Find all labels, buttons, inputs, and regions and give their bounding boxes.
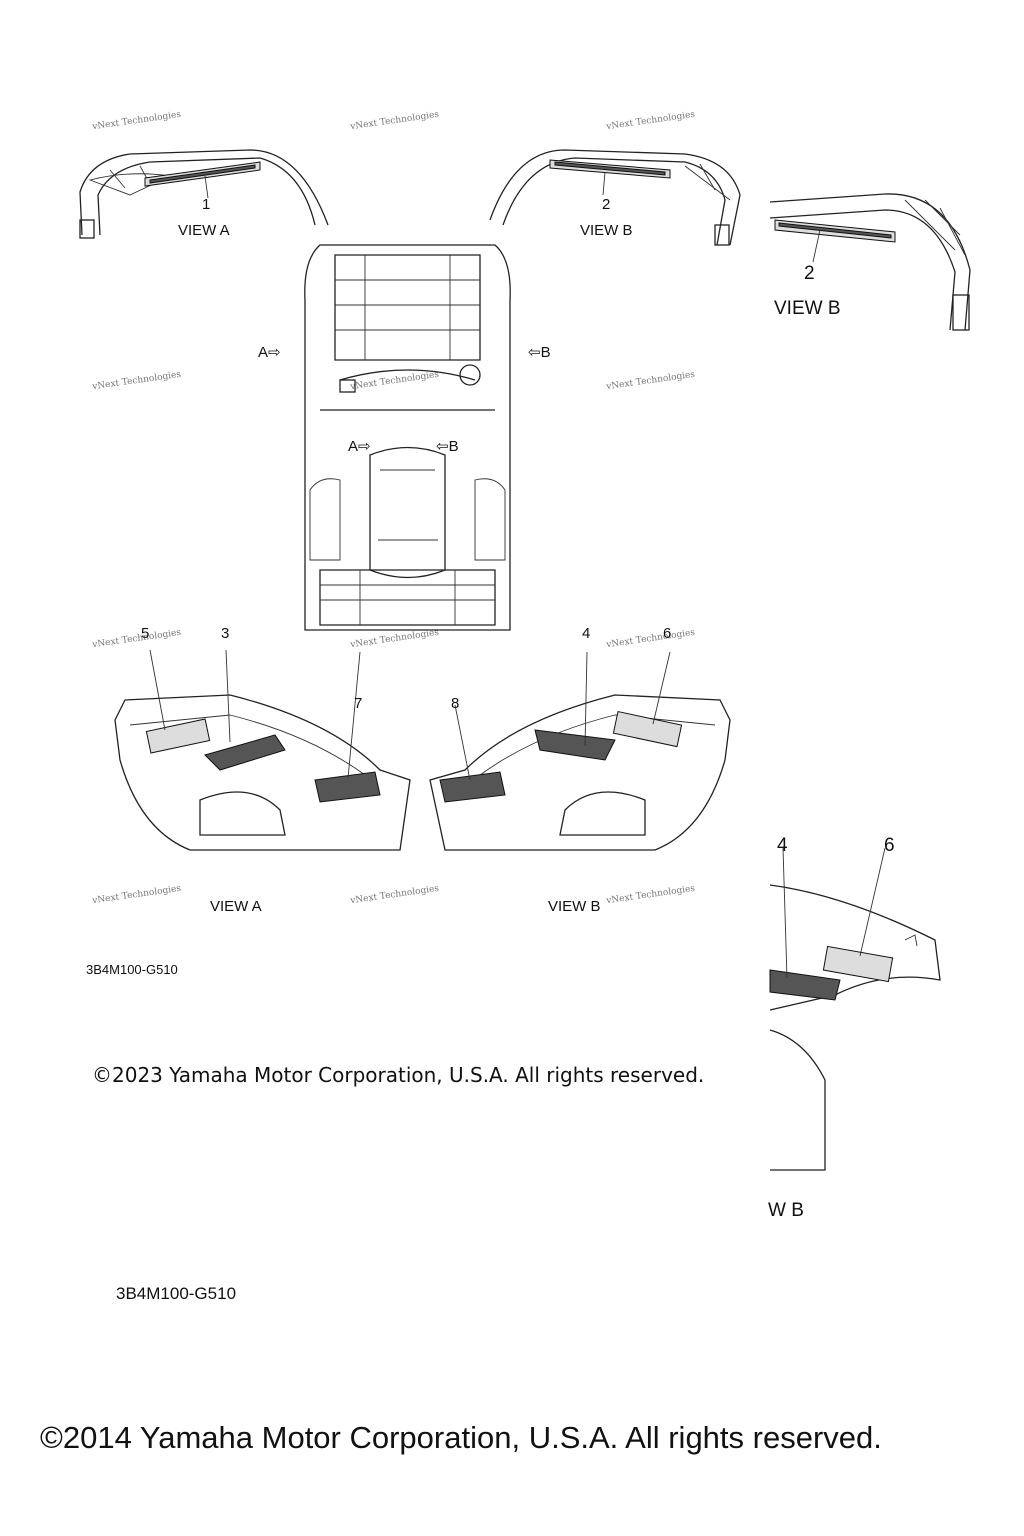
watermark-1: vNext Technologies <box>91 109 182 133</box>
watermark-10: vNext Technologies <box>91 883 182 907</box>
watermark-11: vNext Technologies <box>349 883 440 907</box>
callout-4-right: 4 <box>777 835 788 856</box>
watermark-6: vNext Technologies <box>605 369 696 393</box>
callout-6-mid: 6 <box>663 625 672 642</box>
view-a-label-top: VIEW A <box>178 222 230 239</box>
part-code-large: 3B4M100-G510 <box>116 1284 237 1303</box>
callout-4-mid: 4 <box>582 625 591 642</box>
part-code-small: 3B4M100-G510 <box>86 962 178 977</box>
arrow-b-upper: ⇦B <box>528 344 551 361</box>
watermark-4: vNext Technologies <box>91 369 182 393</box>
callout-7: 7 <box>354 695 363 712</box>
view-a-label-lower: VIEW A <box>210 898 262 915</box>
front-fender-view-a-drawing <box>79 149 329 239</box>
side-panel-view-b-drawing <box>429 651 731 851</box>
side-panel-view-b-enlarged-drawing <box>769 847 941 1171</box>
callout-3: 3 <box>221 625 230 642</box>
view-b-label-top-mid: VIEW B <box>580 222 633 239</box>
callout-2-right: 2 <box>804 263 815 284</box>
front-fender-view-b-drawing <box>489 149 741 246</box>
watermark-7: vNext Technologies <box>91 627 182 651</box>
arrow-a-lower: A⇨ <box>348 438 371 455</box>
side-panel-view-a-drawing <box>114 649 411 851</box>
watermark-9: vNext Technologies <box>605 627 696 651</box>
arrow-b-lower: ⇦B <box>436 438 459 455</box>
copyright-2014: ©2014 Yamaha Motor Corporation, U.S.A. A… <box>40 1420 882 1455</box>
view-b-label-lower-mid: VIEW B <box>548 898 601 915</box>
callout-2-mid: 2 <box>602 196 611 213</box>
view-b-label-lower-right: W B <box>768 1200 804 1221</box>
callout-8: 8 <box>451 695 460 712</box>
copyright-2023: ©2023 Yamaha Motor Corporation, U.S.A. A… <box>92 1063 705 1087</box>
atv-top-overview-drawing <box>304 244 511 631</box>
watermark-12: vNext Technologies <box>605 883 696 907</box>
callout-1: 1 <box>202 196 211 213</box>
watermark-2: vNext Technologies <box>349 109 440 133</box>
arrow-a-upper: A⇨ <box>258 344 281 361</box>
watermark-3: vNext Technologies <box>605 109 696 133</box>
callout-6-right: 6 <box>884 835 895 856</box>
callout-5: 5 <box>141 625 150 642</box>
view-b-label-top-right: VIEW B <box>774 298 841 319</box>
front-fender-view-b-enlarged-drawing <box>769 193 971 331</box>
